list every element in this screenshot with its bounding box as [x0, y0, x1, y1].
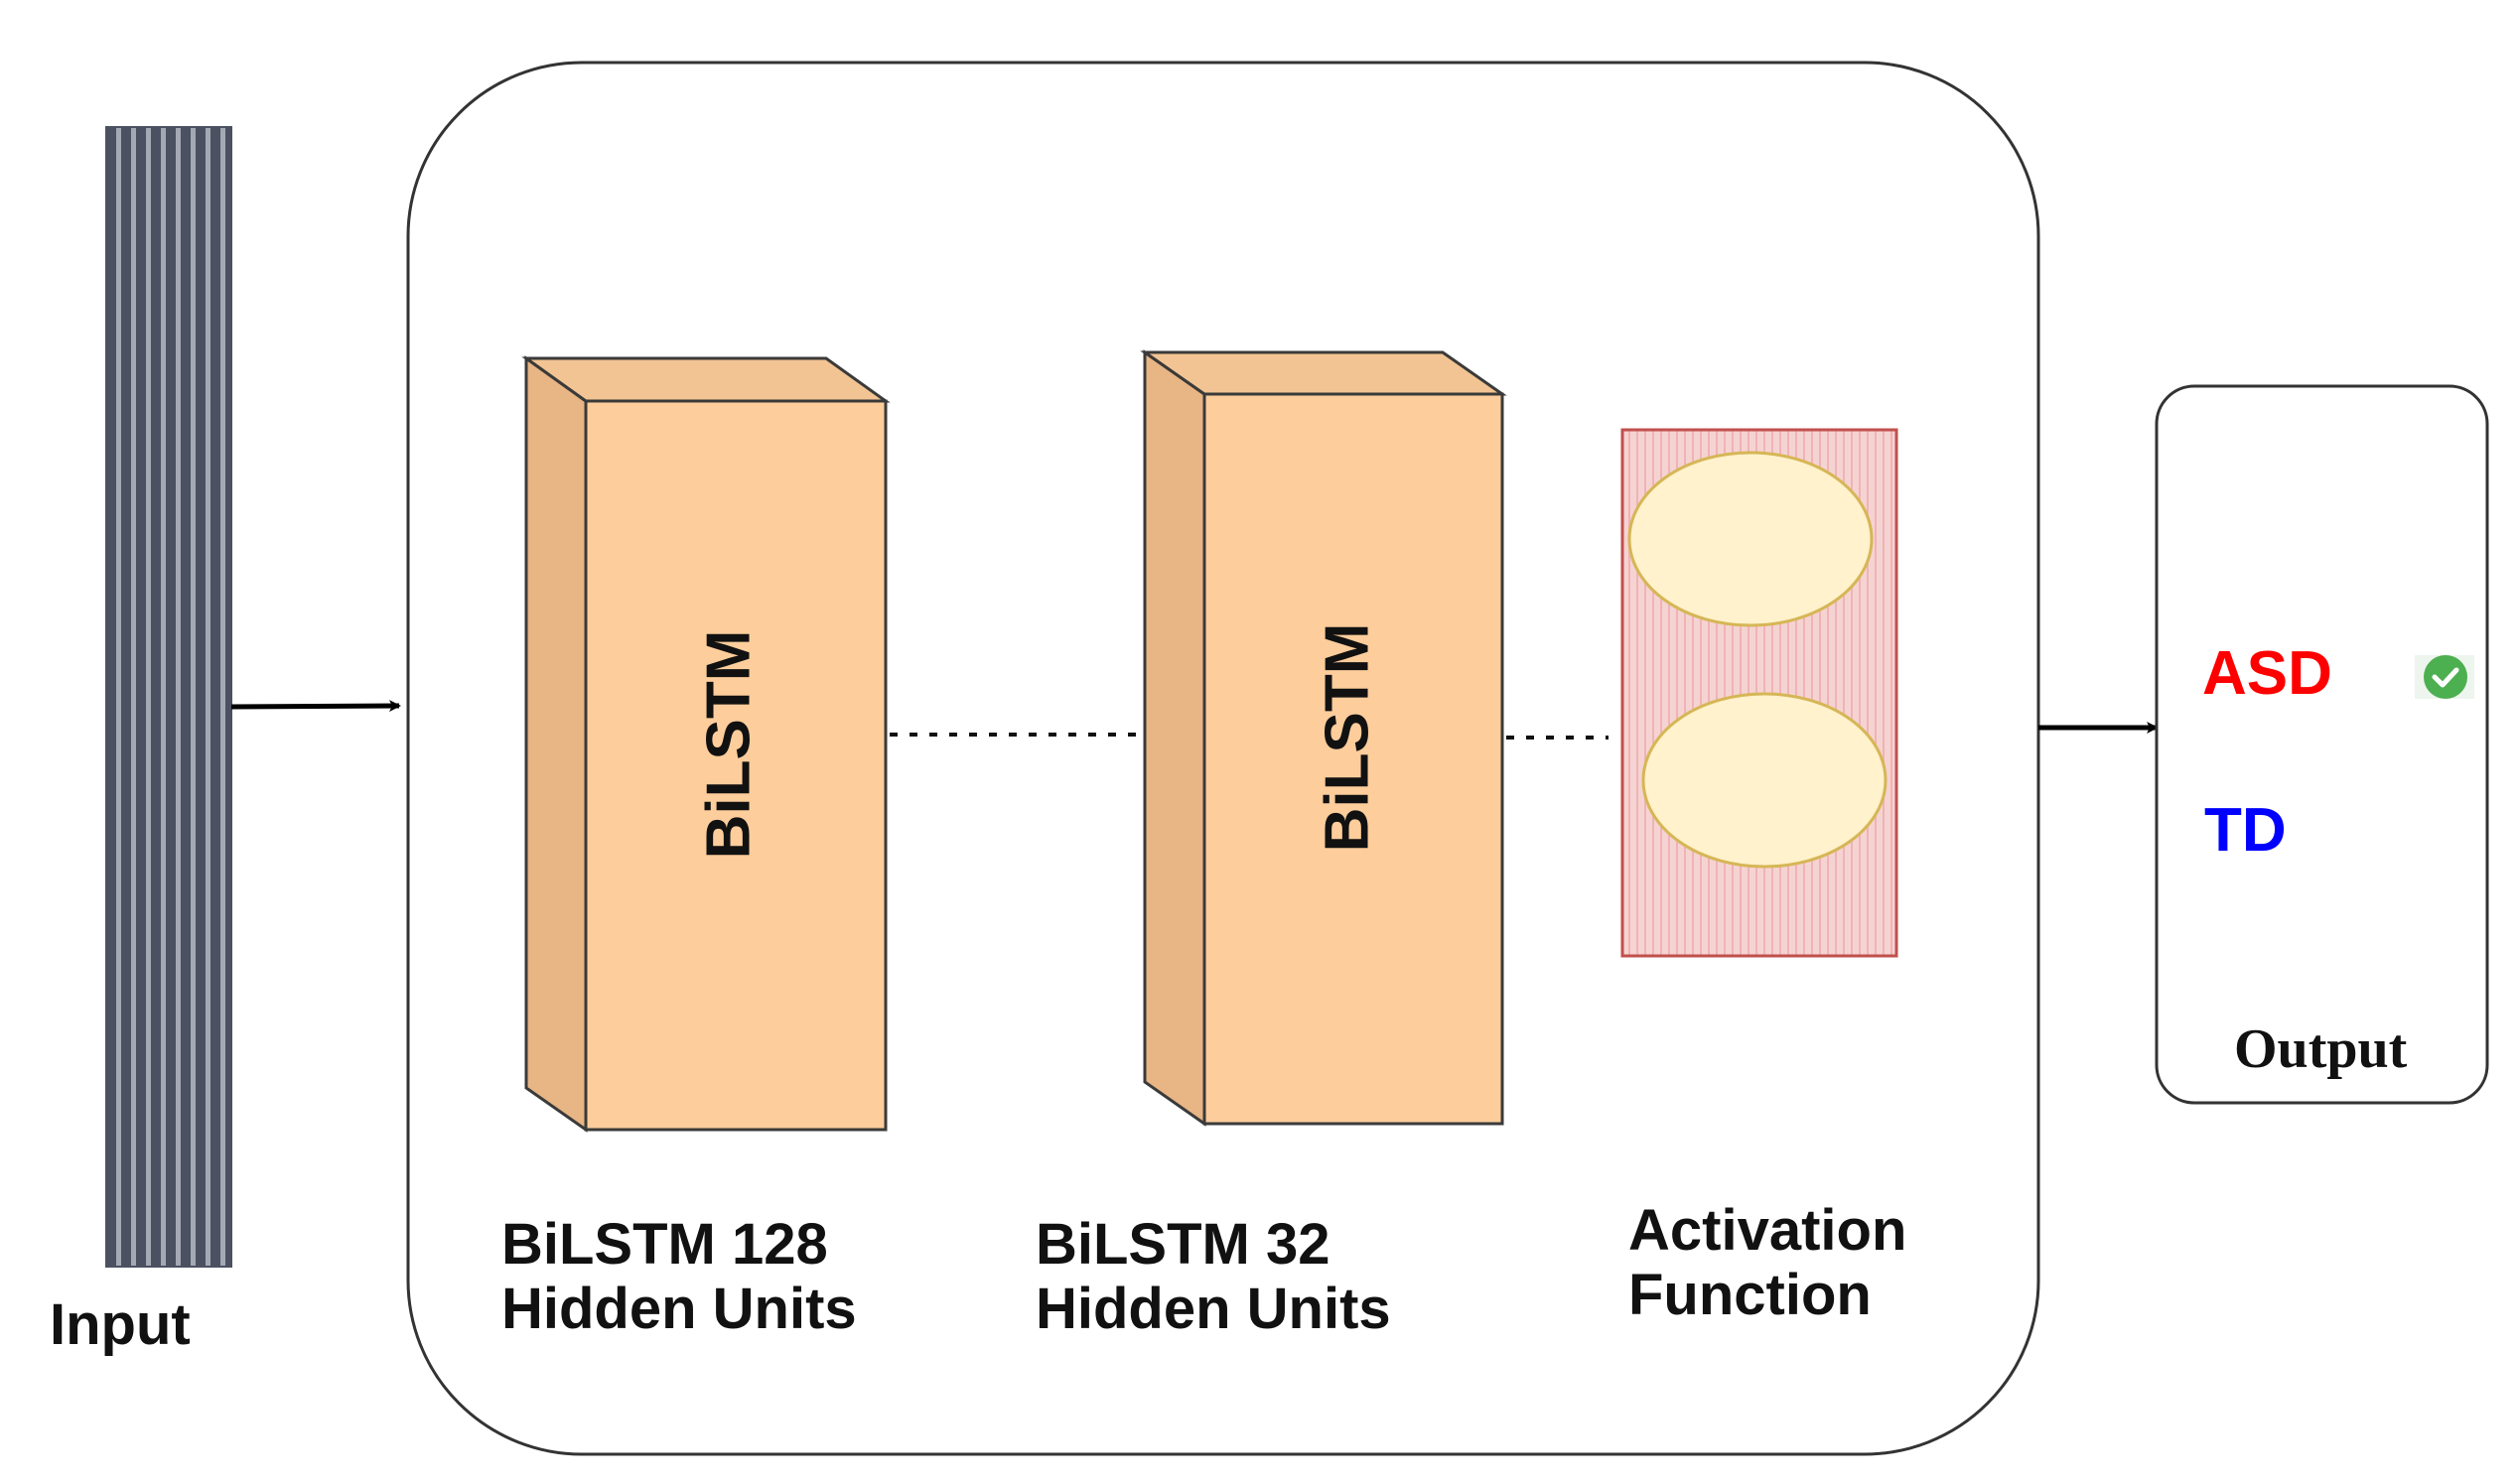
output-title: Output	[2234, 1018, 2408, 1080]
layer1-caption-line2: Hidden Units	[501, 1277, 857, 1341]
activation-caption-line1: Activation	[1628, 1198, 1906, 1263]
bilstm-block-128-side	[524, 355, 588, 1133]
activation-function-block	[1620, 428, 1898, 958]
output-class-asd: ASD	[2202, 639, 2332, 708]
layer2-caption-line2: Hidden Units	[1036, 1277, 1391, 1341]
layer2-caption-line1: BiLSTM 32	[1036, 1212, 1330, 1277]
bilstm-block-128-top	[521, 356, 891, 403]
bilstm-block-32-front	[1202, 392, 1504, 1126]
bilstm-block-32-top	[1140, 350, 1507, 396]
bilstm-block-128-front	[584, 399, 888, 1132]
activation-neuron-2	[1641, 692, 1888, 869]
layer1-caption-line1: BiLSTM 128	[501, 1212, 828, 1277]
bilstm-block-32-text: BiLSTM	[1313, 623, 1381, 853]
output-class-td: TD	[2204, 796, 2287, 865]
arrow-input-to-model	[230, 700, 401, 713]
bilstm-block-128-text: BiLSTM	[694, 630, 763, 860]
output-box	[2155, 384, 2489, 1105]
activation-caption-line2: Function	[1628, 1263, 1872, 1327]
bilstm-block-128: BiLSTM	[521, 355, 891, 1133]
input-vector	[105, 126, 232, 1268]
bilstm-block-32: BiLSTM	[1140, 349, 1507, 1127]
check-icon	[2415, 655, 2474, 699]
bilstm-block-32-side	[1143, 349, 1206, 1127]
activation-neuron-1	[1627, 451, 1874, 627]
input-label: Input	[50, 1292, 191, 1357]
